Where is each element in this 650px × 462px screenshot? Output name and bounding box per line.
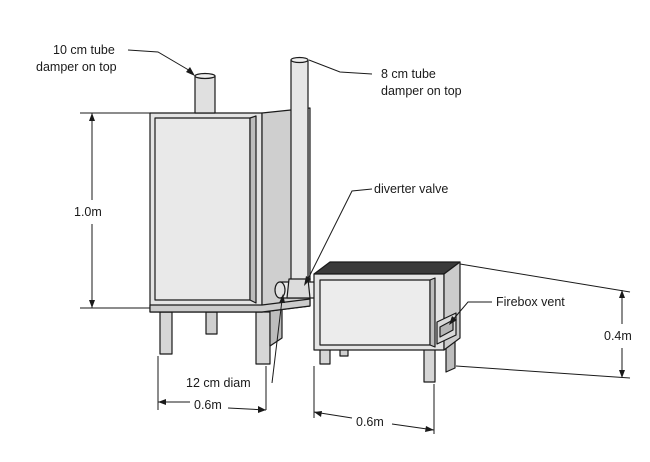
label-diverter-valve: diverter valve xyxy=(374,182,448,196)
leader-diverter xyxy=(305,188,373,284)
label-firebox-vent: Firebox vent xyxy=(496,295,565,309)
label-tube-10cm-line1: 10 cm tube xyxy=(53,43,115,57)
label-tube-8cm-line1: 8 cm tube xyxy=(381,67,436,81)
firebox-top xyxy=(313,261,461,275)
tall-cabinet-leg-front-right xyxy=(255,311,271,365)
tall-cabinet-unit xyxy=(149,72,311,365)
leader-tube-10cm xyxy=(127,49,193,73)
diverter-valve xyxy=(286,278,311,299)
firebox-leg-front-right xyxy=(423,347,436,383)
label-tube-8cm-line2: damper on top xyxy=(381,84,462,98)
dimension-height-left xyxy=(80,112,150,309)
dimension-width-right xyxy=(313,366,435,434)
firebox-unit xyxy=(313,261,461,383)
tall-cabinet-leg-front-left xyxy=(159,311,173,355)
leader-tube-8cm xyxy=(308,59,373,75)
label-width-left: 0.6m xyxy=(194,398,222,412)
tube-10cm xyxy=(194,75,216,114)
tube-10cm-top xyxy=(194,72,216,80)
label-12cm-diam: 12 cm diam xyxy=(186,376,251,390)
leader-12cm-diam xyxy=(271,299,283,384)
tube-8cm xyxy=(290,59,309,293)
label-tube-10cm-line2: damper on top xyxy=(36,60,117,74)
tall-cabinet-door xyxy=(154,117,251,301)
label-height-left: 1.0m xyxy=(74,205,102,219)
leader-firebox-vent xyxy=(450,301,492,323)
firebox-door xyxy=(319,279,431,346)
firebox-door-edge xyxy=(429,277,436,348)
dimension-width-left xyxy=(157,356,267,413)
dimension-height-right xyxy=(455,263,631,379)
label-width-right: 0.6m xyxy=(356,415,384,429)
flue-assembly xyxy=(274,56,319,299)
tube-8cm-top xyxy=(290,56,309,64)
tall-cabinet-leg-mid xyxy=(205,311,218,335)
diverter-pipe-end xyxy=(274,281,286,299)
tall-cabinet-door-edge xyxy=(249,115,257,304)
label-height-right: 0.4m xyxy=(604,329,632,343)
tall-cabinet-base-rim xyxy=(149,298,311,313)
